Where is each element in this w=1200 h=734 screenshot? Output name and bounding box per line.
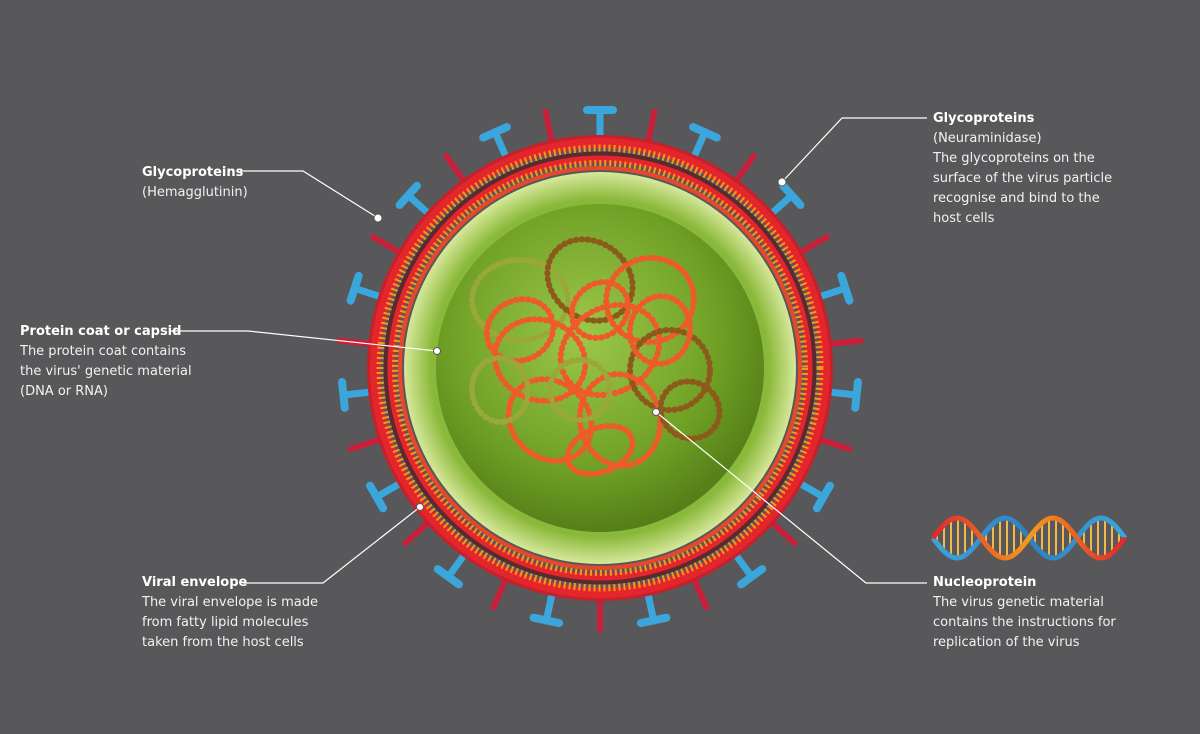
neuraminidase-cap — [812, 481, 834, 513]
dot-envelope — [416, 503, 424, 511]
leader-dots — [373, 177, 787, 511]
dot-capsid — [433, 347, 441, 355]
neuraminidase-cap — [338, 378, 349, 412]
envelope-dots-outer — [376, 144, 824, 592]
nucleoprotein-rna — [468, 236, 723, 478]
neuraminidase-cap — [851, 378, 862, 412]
envelope-desc-line: taken from the host cells — [142, 635, 304, 650]
capsid-desc-line: (DNA or RNA) — [20, 384, 108, 399]
rna-loop — [547, 357, 613, 423]
label-nucleoprotein: Nucleoprotein The virus genetic material… — [933, 573, 1116, 653]
neuraminidase-subtitle: (Neuraminidase) — [933, 131, 1042, 146]
neuraminidase-cap — [837, 271, 854, 305]
envelope-dark-band — [383, 151, 817, 585]
envelope-band — [370, 138, 830, 598]
viral-envelope — [367, 135, 833, 601]
leader-nucleoprotein — [655, 411, 927, 584]
envelope-dots-inner — [392, 160, 808, 576]
label-envelope: Viral envelope The viral envelope is mad… — [142, 573, 318, 653]
neuraminidase-desc-line: surface of the virus particle — [933, 171, 1113, 186]
leader-lines — [170, 117, 927, 584]
envelope-title: Viral envelope — [142, 575, 248, 590]
nucleoprotein-desc-line: replication of the virus — [933, 635, 1080, 650]
nucleoprotein-desc-line: The virus genetic material — [933, 595, 1104, 610]
neuraminidase-cap — [479, 123, 511, 142]
dot-neuraminidase — [777, 177, 787, 187]
leader-capsid — [170, 330, 438, 352]
rna-loop — [483, 296, 557, 364]
hemagglutinin-title: Glycoproteins — [142, 165, 244, 180]
rna-loop — [657, 378, 723, 442]
rna-loop — [469, 257, 571, 343]
envelope-desc-line: from fatty lipid molecules — [142, 615, 309, 630]
envelope-inner-line — [398, 166, 802, 570]
dot-nucleoprotein — [652, 408, 660, 416]
neuraminidase-cap — [779, 181, 805, 210]
dna-strand-b — [931, 515, 1127, 561]
neuraminidase-title: Glycoproteins — [933, 111, 1035, 126]
rna-loop — [627, 327, 713, 413]
neuraminidase-desc-line: The glycoproteins on the — [933, 151, 1095, 166]
neuraminidase-desc-line: recognise and bind to the — [933, 191, 1100, 206]
envelope-inner-band — [387, 155, 813, 581]
label-hemagglutinin: Glycoproteins (Hemagglutinin) — [142, 163, 248, 203]
hemagglutinin-subtitle: (Hemagglutinin) — [142, 185, 248, 200]
envelope-outer-line — [367, 135, 833, 601]
leader-hemagglutinin — [240, 170, 379, 219]
rna-loop — [626, 293, 694, 367]
rna-loop — [568, 279, 632, 341]
label-neuraminidase: Glycoproteins (Neuraminidase) The glycop… — [933, 109, 1112, 229]
nucleoprotein-desc-line: contains the instructions for — [933, 615, 1116, 630]
dna-icon — [931, 515, 1127, 561]
envelope-desc-line: The viral envelope is made — [142, 595, 318, 610]
rna-loop — [505, 376, 595, 464]
neuraminidase-cap — [395, 181, 421, 210]
rna-loop — [468, 355, 532, 425]
rna-loop — [564, 422, 636, 478]
capsid-desc-line: the virus' genetic material — [20, 364, 192, 379]
nucleoprotein-title: Nucleoprotein — [933, 575, 1037, 590]
neuraminidase-cap — [737, 565, 767, 589]
neuraminidase-desc-line: host cells — [933, 211, 995, 226]
neuraminidase-cap — [689, 123, 721, 142]
label-capsid: Protein coat or capsid The protein coat … — [20, 322, 192, 402]
neuraminidase-cap — [346, 271, 363, 305]
capsid-desc-line: The protein coat contains — [20, 344, 186, 359]
neuraminidase-cap — [636, 613, 671, 628]
neuraminidase-cap — [433, 565, 463, 589]
leader-envelope — [243, 506, 421, 584]
neuraminidase-cap — [366, 481, 388, 513]
dot-hemagglutinin — [373, 213, 383, 223]
capsid-title: Protein coat or capsid — [20, 324, 182, 339]
neuraminidase-cap — [529, 613, 564, 628]
leader-neuraminidase — [781, 117, 927, 183]
